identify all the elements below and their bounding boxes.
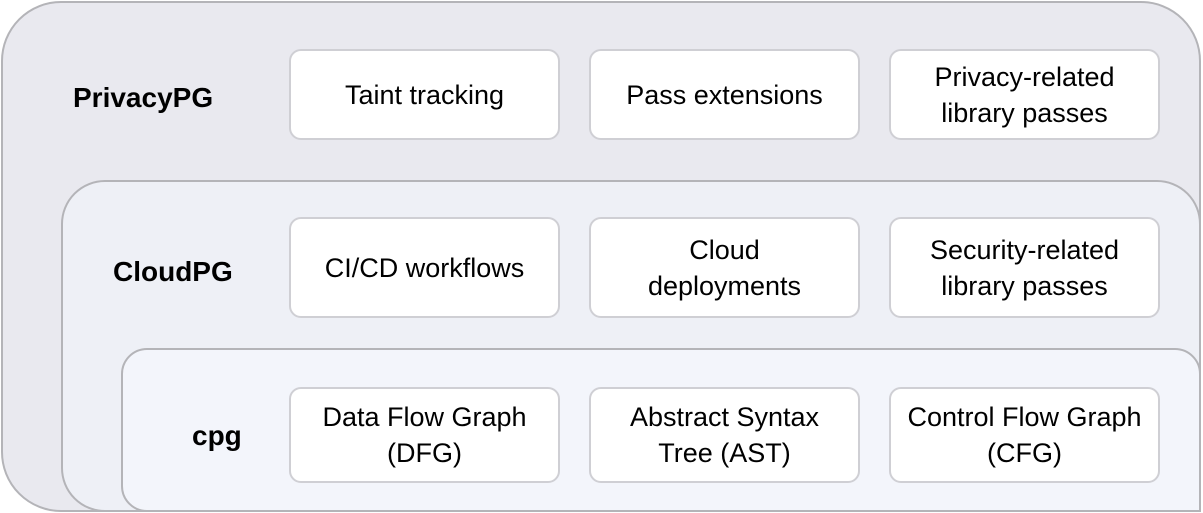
abstract-syntax-tree-text: Abstract Syntax Tree (AST) xyxy=(629,402,820,468)
data-flow-graph-box: Data Flow Graph (DFG) xyxy=(289,387,560,483)
cpg-layer-label: cpg xyxy=(192,420,242,451)
cloudpg-layer-label: CloudPG xyxy=(113,256,233,287)
privacypg-layer-label: PrivacyPG xyxy=(73,82,214,113)
taint-tracking-box: Taint tracking xyxy=(289,49,560,140)
abstract-syntax-tree-box: Abstract Syntax Tree (AST) xyxy=(589,387,860,483)
privacy-library-passes-box: Privacy-related library passes xyxy=(889,49,1160,140)
cloud-deployments-box: Cloud deployments xyxy=(589,217,860,318)
cloud-deployments-text: Cloud deployments xyxy=(647,234,802,301)
control-flow-graph-text: Control Flow Graph (CFG) xyxy=(907,402,1142,468)
control-flow-graph-box: Control Flow Graph (CFG) xyxy=(889,387,1160,483)
data-flow-graph-text: Data Flow Graph (DFG) xyxy=(322,402,527,468)
security-library-passes-text: Security-related library passes xyxy=(929,234,1120,301)
pass-extensions-box: Pass extensions xyxy=(589,49,860,140)
pass-extensions-text: Pass extensions xyxy=(626,79,823,110)
privacy-library-passes-text: Privacy-related library passes xyxy=(934,61,1115,128)
cicd-workflows-text: CI/CD workflows xyxy=(324,252,525,283)
security-library-passes-box: Security-related library passes xyxy=(889,217,1160,318)
taint-tracking-text: Taint tracking xyxy=(344,79,505,110)
cicd-workflows-box: CI/CD workflows xyxy=(289,217,560,318)
